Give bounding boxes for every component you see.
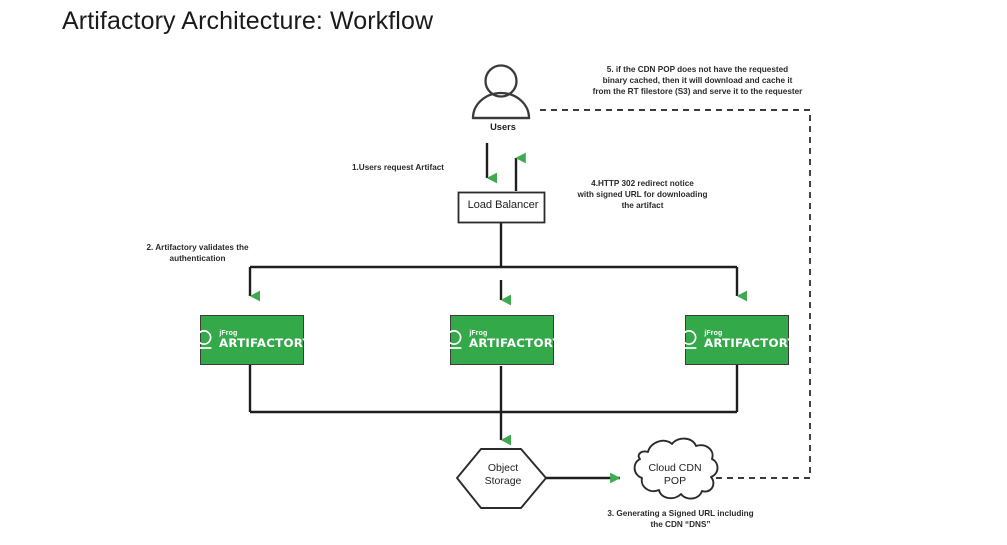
connector-artifactory-to-objectstorage [248, 364, 739, 446]
annotation-step-5: 5. if the CDN POP does not have the requ… [592, 65, 803, 96]
load-balancer-shape [457, 191, 546, 224]
artifactory-brand-text: ARTIFACTORY [704, 336, 797, 351]
load-balancer-label: Load Balancer [467, 199, 539, 211]
annotation-step-3: 3. Generating a Signed URL including the… [607, 509, 754, 529]
annotation-step-1: 1.Users request Artifact [351, 163, 445, 172]
object-storage-shape [456, 448, 547, 509]
jfrog-brand-text: jFrog [219, 329, 238, 337]
annotation-step-4: 4.HTTP 302 redirect notice with signed U… [577, 179, 708, 210]
dashed-path-cdn-to-users [540, 109, 811, 479]
jfrog-brand-text: jFrog [469, 329, 488, 337]
artifactory-brand-text: ARTIFACTORY [469, 336, 562, 351]
artifactory-node-center[interactable]: jFrog ARTIFACTORY [446, 315, 561, 365]
users-label: Users [490, 122, 516, 132]
jfrog-logo-icon [681, 330, 697, 349]
page-title: Artifactory Architecture: Workflow [62, 7, 434, 35]
cloud-cdn-shape [633, 437, 719, 500]
artifactory-node-right[interactable]: jFrog ARTIFACTORY [681, 315, 796, 365]
annotation-step-2: 2. Artifactory validates the authenticat… [146, 243, 249, 263]
connector-loadbalancer-bus [248, 223, 747, 306]
jfrog-logo-icon [446, 330, 462, 349]
artifactory-node-left[interactable]: jFrog ARTIFACTORY [196, 315, 311, 365]
artifactory-brand-text: ARTIFACTORY [219, 336, 312, 351]
cloud-cdn-label: Cloud CDN POP [648, 462, 702, 488]
jfrog-logo-icon [196, 330, 212, 349]
object-storage-label: Object Storage [484, 462, 522, 488]
jfrog-brand-text: jFrog [704, 329, 723, 337]
users-icon [471, 64, 531, 120]
